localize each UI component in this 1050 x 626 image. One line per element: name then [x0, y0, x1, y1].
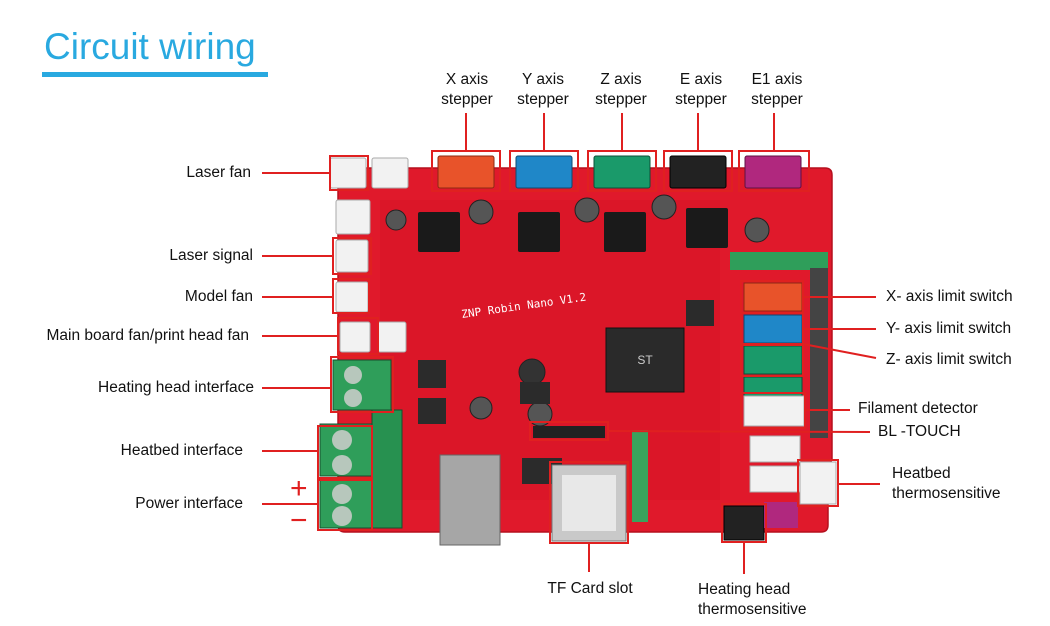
minus-sign: −	[290, 504, 308, 537]
connector-heatbed-thermo	[799, 461, 837, 505]
label-line: stepper	[675, 91, 727, 108]
label-e-axis-stepper: E axis stepper	[666, 70, 736, 110]
label-line: stepper	[517, 91, 569, 108]
mcu-chip	[605, 327, 685, 393]
connector-z-limit	[743, 345, 803, 375]
connector-e-stepper	[669, 155, 727, 189]
bl-touch-header	[533, 426, 605, 438]
label-line: X axis	[445, 71, 489, 88]
connector-x-stepper	[437, 155, 495, 189]
label-line: E axis	[679, 71, 723, 88]
label-z-axis-stepper: Z axis stepper	[586, 70, 656, 110]
connector-x-limit	[743, 282, 803, 312]
stepper-connectors	[437, 155, 802, 189]
label-y-axis-stepper: Y axis stepper	[508, 70, 578, 110]
label-power-interface: Power interface	[135, 495, 243, 512]
right-connectors	[730, 252, 837, 505]
label-x-limit-switch: X- axis limit switch	[886, 288, 1013, 305]
callout-lines	[262, 113, 880, 574]
connector-y-stepper	[515, 155, 573, 189]
connector-filament	[743, 395, 805, 427]
label-line: Heatbed	[892, 465, 951, 482]
connector-e1-stepper	[744, 155, 802, 189]
capacitors	[385, 194, 770, 427]
page-title: Circuit wiring	[44, 26, 256, 67]
label-main-board-fan: Main board fan/print head fan	[46, 327, 250, 344]
label-tf-card-slot: TF Card slot	[547, 580, 633, 597]
label-line: Y axis	[522, 71, 564, 88]
plus-sign: +	[290, 472, 308, 505]
driver-heatsinks	[418, 208, 728, 252]
label-y-limit-switch: Y- axis limit switch	[886, 320, 1012, 337]
label-z-limit-switch: Z- axis limit switch	[886, 351, 1012, 368]
label-line: thermosensitive	[892, 485, 1001, 502]
label-heatbed-interface: Heatbed interface	[120, 442, 243, 459]
connector-y-limit	[743, 314, 803, 344]
terminal-blocks	[319, 359, 403, 529]
label-laser-signal: Laser signal	[169, 247, 253, 264]
tf-card	[562, 475, 616, 531]
label-heatbed-thermo: Heatbed thermosensitive	[892, 464, 1001, 504]
label-line: thermosensitive	[698, 601, 807, 618]
label-heating-head-interface: Heating head interface	[98, 379, 254, 396]
green-header	[632, 430, 648, 522]
heating-head-thermo-connector	[723, 505, 765, 541]
label-line: stepper	[595, 91, 647, 108]
label-filament-detector: Filament detector	[858, 400, 978, 417]
label-line: Heating head	[698, 581, 791, 598]
label-x-axis-stepper: X axis stepper	[432, 70, 502, 110]
mcu-marking: ST	[637, 353, 653, 367]
label-line: stepper	[441, 91, 493, 108]
label-laser-fan: Laser fan	[186, 164, 251, 181]
label-bl-touch: BL -TOUCH	[878, 423, 961, 440]
connector-z-stepper	[593, 155, 651, 189]
label-line: E1 axis	[751, 71, 803, 88]
label-line: Z axis	[600, 71, 642, 88]
title-underline	[42, 72, 268, 77]
label-model-fan: Model fan	[184, 288, 253, 305]
usb-port	[439, 454, 501, 546]
label-heating-head-thermo: Heating head thermosensitive	[698, 580, 807, 620]
label-line: stepper	[751, 91, 803, 108]
heating-head-terminal	[332, 359, 392, 411]
label-e1-axis-stepper: E1 axis stepper	[742, 70, 812, 110]
